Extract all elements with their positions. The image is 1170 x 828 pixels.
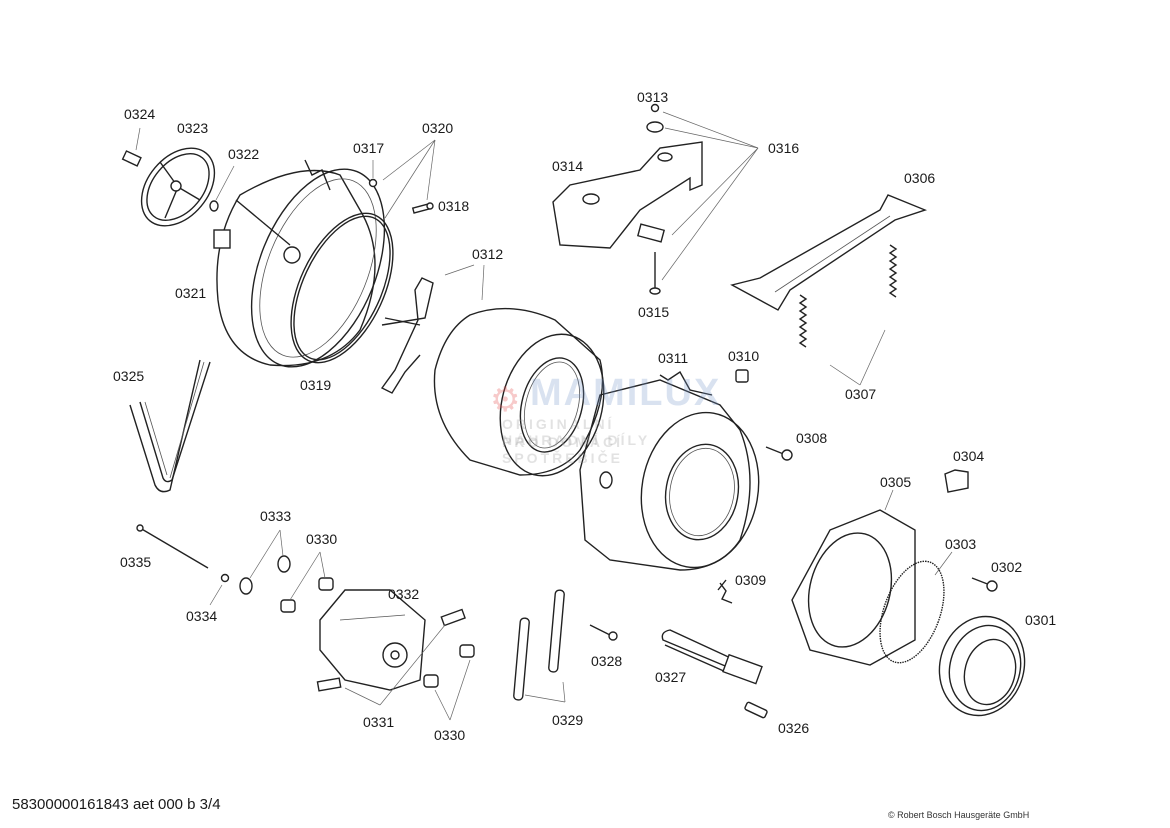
label-0316: 0316 [768, 140, 800, 156]
part-0335-rod[interactable] [136, 524, 209, 569]
part-0321-rear-tub[interactable] [213, 150, 411, 386]
part-0327-heater[interactable] [661, 629, 763, 685]
label-0319: 0319 [300, 377, 332, 393]
label-0334: 0334 [186, 608, 218, 624]
part-0306-bracket[interactable] [730, 194, 928, 311]
part-0302-screw[interactable] [971, 577, 998, 592]
part-0313-nut[interactable] [646, 103, 664, 133]
label-0310: 0310 [728, 348, 760, 364]
part-0308-screw[interactable] [765, 446, 793, 461]
part-0318-screw[interactable] [411, 202, 434, 214]
label-0330-upper: 0330 [306, 531, 338, 547]
part-0307-springs[interactable] [798, 244, 898, 386]
label-0303: 0303 [945, 536, 977, 552]
leader-0316 [661, 111, 759, 281]
part-0312-drum[interactable] [380, 264, 619, 487]
label-0314: 0314 [552, 158, 584, 174]
leader-0320 [382, 139, 436, 219]
part-0315-bolt[interactable] [649, 252, 661, 295]
part-0314-counterweight[interactable] [552, 141, 703, 249]
label-0321: 0321 [175, 285, 207, 301]
label-0329: 0329 [552, 712, 584, 728]
label-0313: 0313 [637, 89, 669, 105]
label-0302: 0302 [991, 559, 1023, 575]
document-id: 58300000161843 aet 000 b 3/4 [12, 796, 221, 813]
label-0327: 0327 [655, 669, 687, 685]
part-0326-sensor[interactable] [744, 701, 768, 719]
label-0312: 0312 [472, 246, 504, 262]
part-0330-bushings-a[interactable] [280, 551, 334, 613]
label-0332: 0332 [388, 586, 420, 602]
part-0324-bolt[interactable] [121, 127, 142, 167]
part-0332-motor[interactable] [319, 589, 426, 691]
part-0334-nut[interactable] [209, 573, 230, 606]
label-0317: 0317 [353, 140, 385, 156]
label-0305: 0305 [880, 474, 912, 490]
part-0331-carbon-brushes[interactable] [316, 608, 466, 706]
part-0319-seal-ring[interactable] [270, 198, 414, 379]
label-0328: 0328 [591, 653, 623, 669]
label-0308: 0308 [796, 430, 828, 446]
label-0326: 0326 [778, 720, 810, 736]
label-0324: 0324 [124, 106, 156, 122]
part-0329-shock-absorbers[interactable] [513, 589, 566, 703]
part-0317-nut[interactable] [368, 160, 378, 188]
part-0322-washer[interactable] [209, 165, 235, 212]
part-0325-belt[interactable] [129, 359, 211, 493]
label-0320: 0320 [422, 120, 454, 136]
part-0309-clip[interactable] [717, 579, 733, 604]
part-0333-washers[interactable] [239, 529, 291, 595]
label-0323: 0323 [177, 120, 209, 136]
part-0316-clip[interactable] [636, 223, 666, 243]
label-0304: 0304 [953, 448, 985, 464]
label-0306: 0306 [904, 170, 936, 186]
label-0331: 0331 [363, 714, 395, 730]
label-0330-lower: 0330 [434, 727, 466, 743]
part-0328-bolt[interactable] [589, 624, 618, 641]
label-0335: 0335 [120, 554, 152, 570]
part-0301-door-seal[interactable] [928, 607, 1035, 725]
part-0303-spring-ring[interactable] [868, 551, 957, 671]
part-0323-pulley[interactable] [127, 134, 230, 240]
label-0315: 0315 [638, 304, 670, 320]
part-0305-front-weight[interactable] [791, 489, 916, 666]
label-0301: 0301 [1025, 612, 1057, 628]
label-0311: 0311 [658, 350, 689, 366]
label-0309: 0309 [735, 572, 767, 588]
label-0333: 0333 [260, 508, 292, 524]
copyright-notice: © Robert Bosch Hausgeräte GmbH [888, 810, 1030, 820]
label-0322: 0322 [228, 146, 260, 162]
label-0325: 0325 [113, 368, 145, 384]
label-0318: 0318 [438, 198, 470, 214]
part-0330-bushings-b[interactable] [423, 644, 475, 721]
part-0311-front-tub[interactable] [579, 370, 771, 577]
part-0304-block[interactable] [944, 469, 969, 493]
label-0307: 0307 [845, 386, 877, 402]
part-0310-block[interactable] [735, 369, 749, 383]
